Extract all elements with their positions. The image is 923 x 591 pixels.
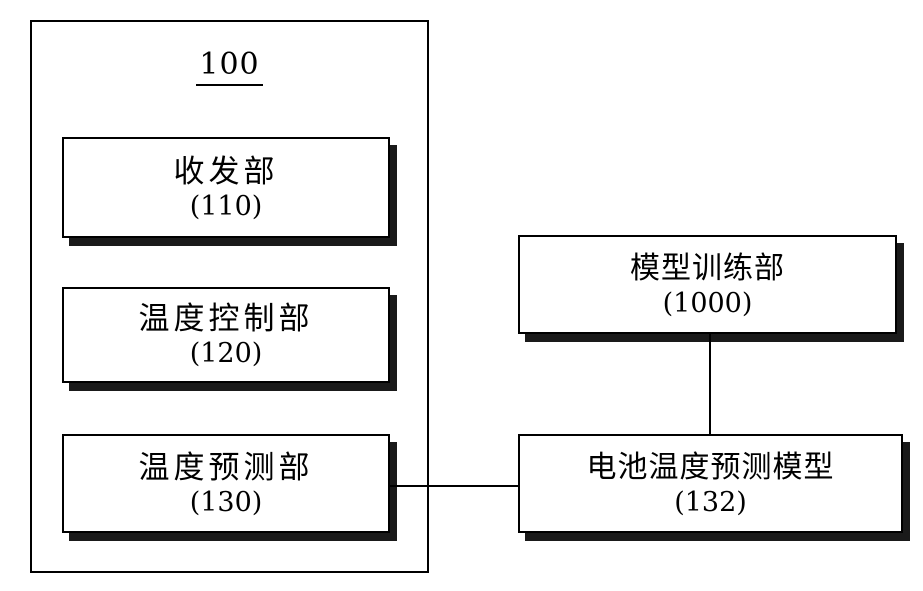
block-transceiver[interactable]: 收发部 (110) [62, 137, 390, 238]
block-temperature-prediction[interactable]: 温度预测部 (130) [62, 434, 390, 533]
system-reference-numeral-text: 100 [196, 48, 263, 86]
block-transceiver-title: 收发部 [173, 153, 279, 190]
block-model-training-ref: (1000) [662, 287, 753, 319]
block-temperature-control[interactable]: 温度控制部 (120) [62, 287, 390, 383]
block-temperature-prediction-ref: (130) [189, 486, 263, 518]
block-battery-temperature-prediction-model-ref: (132) [674, 486, 747, 518]
block-temperature-control-ref: (120) [189, 338, 263, 369]
block-temperature-prediction-title: 温度预测部 [138, 449, 314, 486]
connector-model-training-to-battery-model [709, 333, 711, 435]
block-transceiver-ref: (110) [189, 190, 263, 222]
block-model-training-title: 模型训练部 [630, 250, 785, 286]
block-battery-temperature-prediction-model[interactable]: 电池温度预测模型 (132) [518, 434, 903, 533]
block-temperature-control-title: 温度控制部 [138, 301, 314, 337]
block-model-training[interactable]: 模型训练部 (1000) [518, 235, 897, 334]
connector-temperature-prediction-to-battery-model [390, 485, 520, 487]
block-battery-temperature-prediction-model-title: 电池温度预测模型 [586, 449, 835, 485]
system-reference-numeral: 100 [30, 48, 429, 86]
